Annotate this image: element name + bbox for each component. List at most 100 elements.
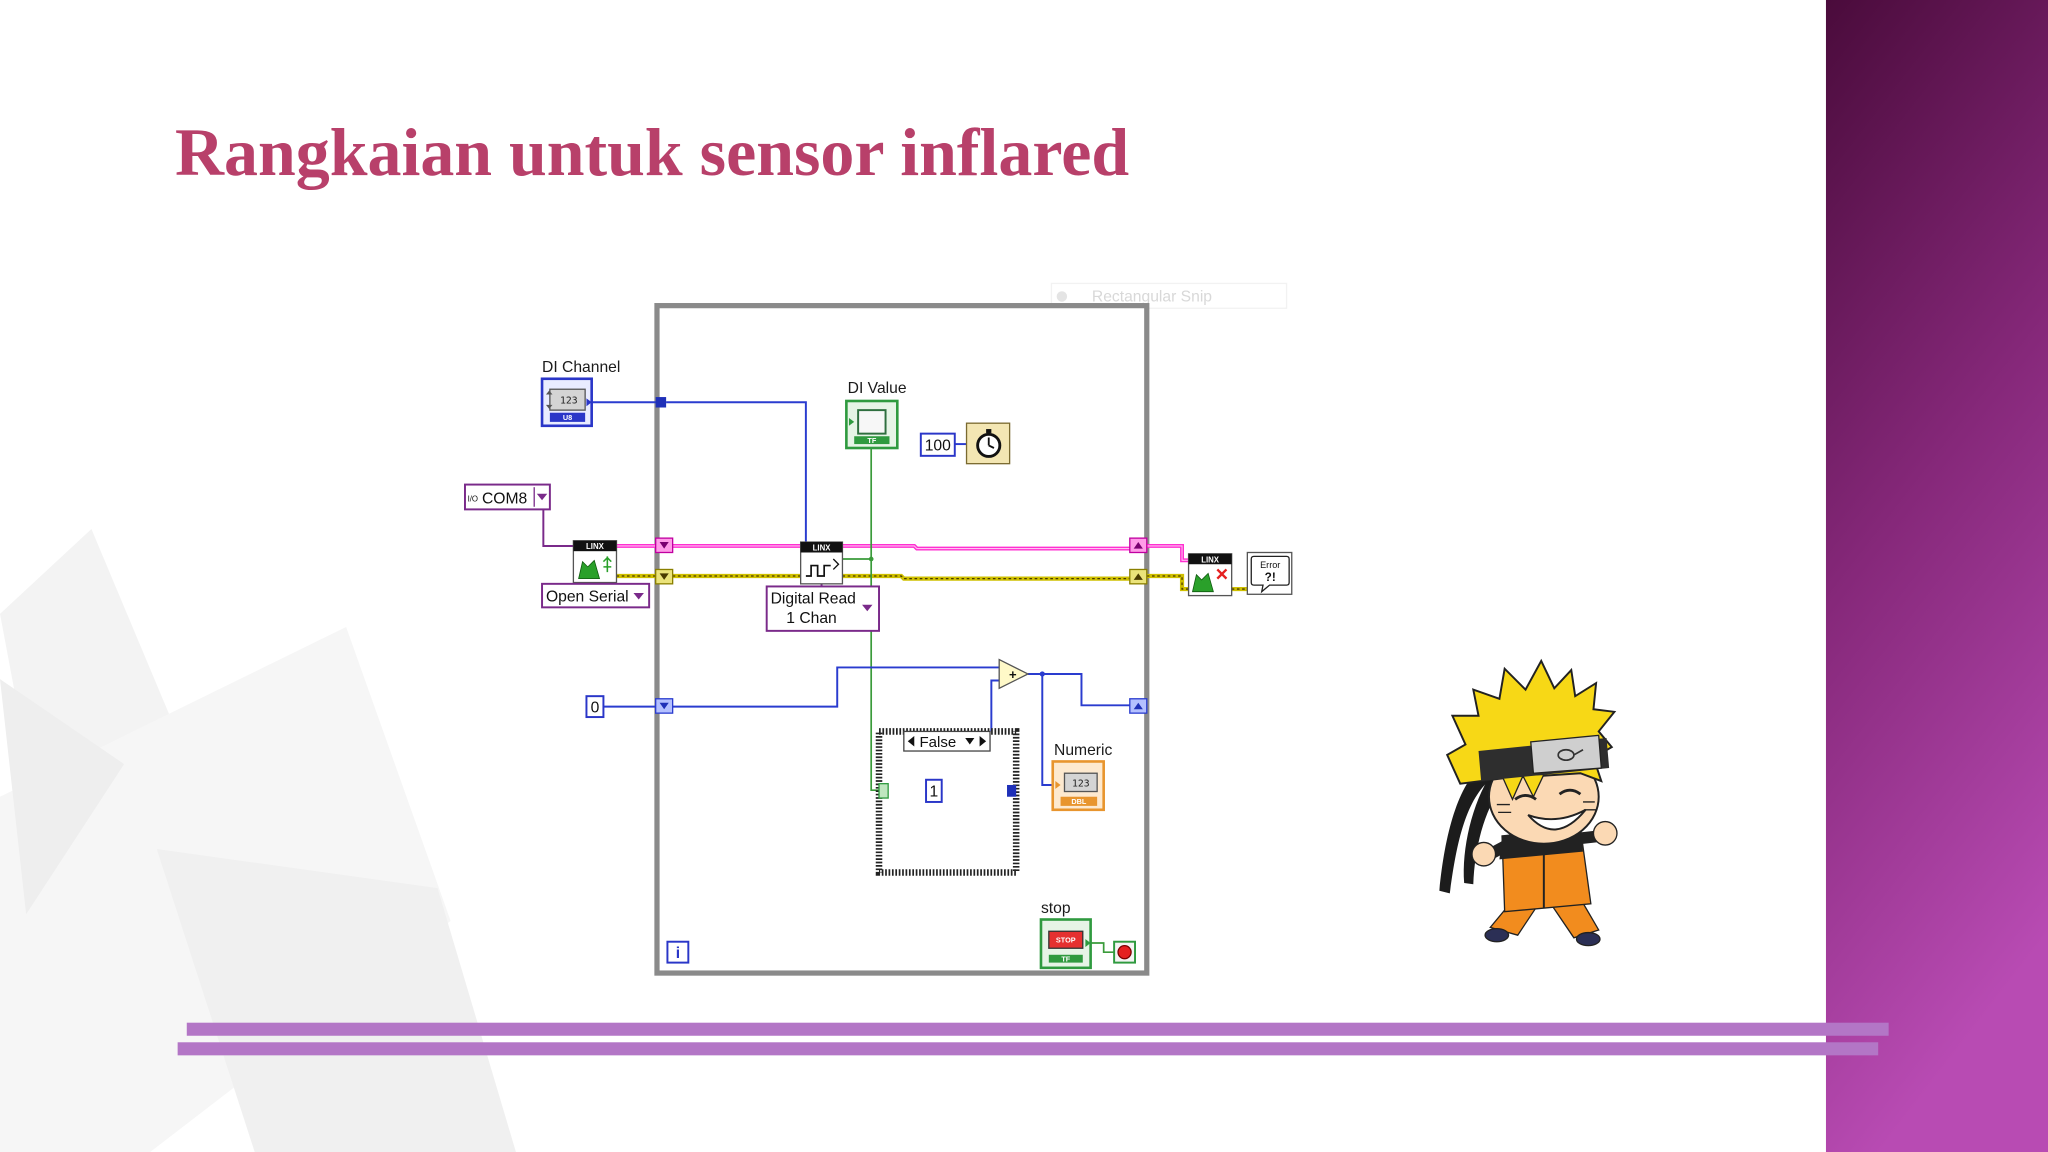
di-value-label: DI Value [848, 380, 907, 397]
digital-io-icon [832, 558, 840, 570]
character-eyes [1514, 788, 1582, 801]
add-node: + [998, 658, 1030, 690]
di-value-type: TF [867, 436, 876, 445]
linx-close-header [1188, 553, 1232, 565]
di-value-indicator: DI Value TF [845, 380, 907, 450]
up-arrow-icon [1133, 542, 1143, 549]
iteration-terminal: i [666, 940, 690, 964]
di-channel-control: DI Channel 123 U8 [540, 359, 620, 428]
character-shoe [1484, 928, 1510, 943]
wires [542, 397, 1248, 954]
case-selector [903, 730, 991, 752]
add-output-wire [1027, 672, 1130, 786]
next-case-icon [979, 736, 987, 747]
initial-constant-box [585, 695, 605, 719]
bg-shape [156, 848, 516, 1152]
while-loop [654, 303, 1150, 976]
digital-value-wire [842, 447, 880, 792]
stopwatch-hands-icon [987, 437, 995, 449]
down-arrow-icon [659, 702, 669, 710]
shift-register-left [655, 537, 674, 714]
speech-bubble-icon [1250, 555, 1290, 594]
up-arrow-icon [1133, 573, 1143, 580]
stop-type-strip [1048, 954, 1083, 963]
read-mode-ring: Digital Read 1 Chan [765, 585, 880, 632]
add-node-shape [998, 658, 1030, 690]
wait-constant-box [919, 432, 956, 457]
character-fist [1592, 820, 1618, 846]
stop-wire [1090, 942, 1115, 954]
headband-plate [1530, 734, 1603, 774]
headband-tail [1439, 764, 1492, 894]
snip-frame [1050, 282, 1288, 309]
linx-close-node: LINX [1187, 553, 1233, 597]
linx-open-header [573, 540, 617, 552]
wait-constant-value: 100 [925, 438, 951, 455]
counter-init-wire [603, 666, 1000, 708]
di-channel-wire [591, 401, 807, 543]
di-channel-type: U8 [563, 413, 572, 422]
increment-arrow-icon [545, 390, 553, 395]
footer-rule-top [186, 1022, 1889, 1036]
labview-block-diagram: DI Channel 123 U8 DI Value TF 100 [463, 303, 1293, 976]
error-handler-line1: Error [1260, 560, 1280, 570]
error-wire-pattern [616, 575, 1248, 590]
bg-shape [0, 679, 125, 915]
chevron-down-icon [862, 604, 873, 612]
square-wave-icon [805, 564, 831, 577]
loop-condition-terminal [1113, 940, 1136, 964]
linx-read-header [800, 542, 843, 553]
wait-function [965, 422, 1011, 465]
wire-junction [1039, 671, 1045, 677]
initial-constant: 0 [585, 695, 605, 719]
shift-register-right [1129, 537, 1148, 714]
error-handler-line2: ?! [1265, 571, 1276, 584]
di-channel-label: DI Channel [542, 359, 620, 376]
usb-icon [602, 556, 612, 573]
case-constant-value: 1 [930, 784, 939, 801]
di-channel-display-text: 123 [560, 396, 578, 407]
character-whiskers [1496, 801, 1597, 814]
previous-case-icon [907, 736, 915, 747]
wire-junction [868, 556, 874, 562]
close-icon [1216, 568, 1228, 580]
character-fist [1471, 841, 1497, 867]
led-icon [857, 409, 887, 435]
stopwatch-nub [986, 429, 992, 433]
down-arrow-icon [659, 542, 669, 549]
numeric-display-text: 123 [1072, 778, 1090, 789]
open-mode-box [541, 582, 651, 609]
case-selector-value: False [920, 734, 957, 751]
input-arrow-icon [1055, 781, 1061, 789]
iteration-symbol: i [676, 945, 680, 962]
add-symbol: + [1009, 667, 1017, 682]
di-channel-tunnel [655, 397, 667, 408]
stop-label: stop [1041, 900, 1071, 917]
serial-port-constant: I/O COM8 [463, 483, 551, 511]
add-input-wire [990, 679, 1000, 732]
read-mode-line2: 1 Chan [786, 610, 837, 627]
down-arrow-icon [659, 573, 669, 580]
open-mode-value: Open Serial [546, 588, 629, 605]
stop-type: TF [1061, 954, 1070, 963]
background-decoration [0, 528, 516, 1152]
character-shoe [1575, 931, 1601, 947]
stop-button-icon [1048, 930, 1084, 949]
numeric-display [1063, 772, 1098, 793]
chevron-down-icon [536, 493, 548, 501]
case-output-tunnel [1007, 784, 1017, 797]
rectangular-snip-indicator[interactable]: Rectangular Snip [1050, 282, 1288, 309]
case-selector-terminal [878, 783, 889, 799]
linx-open-badge: LINX [586, 542, 605, 551]
linx-digital-read-node: LINX [800, 541, 844, 585]
stop-button-text: STOP [1056, 936, 1076, 945]
serial-port-value: COM8 [482, 491, 528, 508]
output-arrow-icon [1085, 939, 1091, 947]
numeric-indicator: Numeric 123 DBL [1051, 742, 1112, 812]
accent-band [1825, 0, 2048, 1152]
numeric-type-strip [1060, 796, 1098, 806]
wait-constant: 100 [919, 432, 956, 457]
up-arrow-icon [1133, 702, 1143, 710]
read-mode-line1: Digital Read [771, 590, 856, 607]
